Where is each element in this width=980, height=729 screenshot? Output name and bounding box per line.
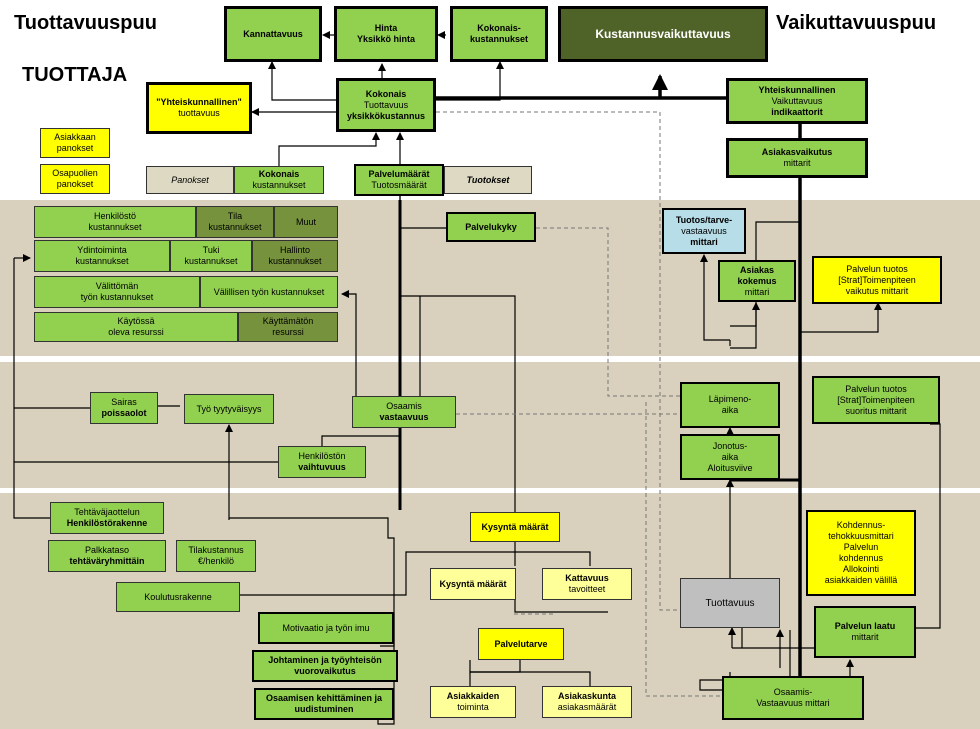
node-tyotyytyvaisyys[interactable]: Työ tyytyväisyys (184, 394, 274, 424)
node-muut[interactable]: Muut (274, 206, 338, 238)
right-tree-title: Vaikuttavuuspuu (776, 12, 937, 34)
node-kysynta-maarat-top[interactable]: Kysyntä määrät (470, 512, 560, 542)
node-motivaatio[interactable]: Motivaatio ja työn imu (258, 612, 394, 644)
node-yhteiskunnallinen-tuottavuus[interactable]: "Yhteiskunnallinen"tuottavuus (146, 82, 252, 134)
node-osaamis-vastaavuus-mittari[interactable]: Osaamis-Vastaavuus mittari (722, 676, 864, 720)
node-kannattavuus[interactable]: Kannattavuus (224, 6, 322, 62)
node-kokonaiskustannukset[interactable]: Kokonais-kustannukset (450, 6, 548, 62)
node-palvelukyky[interactable]: Palvelukyky (446, 212, 536, 242)
node-kysynta-maarat[interactable]: Kysyntä määrät (430, 568, 516, 600)
node-lapimenoaika[interactable]: Läpimeno-aika (680, 382, 780, 428)
producer-label: TUOTTAJA (22, 64, 128, 86)
node-tilakustannus[interactable]: Tilakustannus€/henkilö (176, 540, 256, 572)
node-koulutusrakenne[interactable]: Koulutusrakenne (116, 582, 240, 612)
node-panokset[interactable]: Panokset (146, 166, 234, 194)
node-kustannusvaikuttavuus[interactable]: Kustannusvaikuttavuus (558, 6, 768, 62)
left-tree-title: Tuottavuuspuu (14, 12, 157, 34)
node-palvelutarve[interactable]: Palvelutarve (478, 628, 564, 660)
node-tuottavuus[interactable]: Tuottavuus (680, 578, 780, 628)
node-valillisen[interactable]: Välillisen työn kustannukset (200, 276, 338, 308)
node-tuotokset[interactable]: Tuotokset (444, 166, 532, 194)
